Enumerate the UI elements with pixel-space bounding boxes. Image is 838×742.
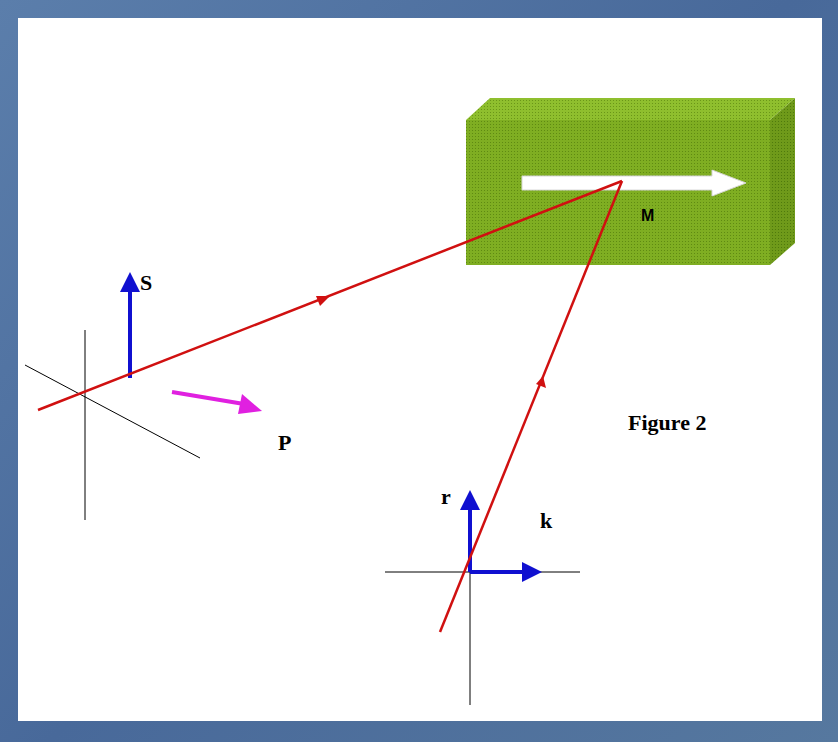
vector-label: S (140, 272, 152, 294)
block-label: M (641, 208, 654, 224)
k-vector (470, 570, 524, 574)
vector-label: P (278, 432, 291, 454)
s-vector (128, 290, 132, 378)
axis-line (385, 572, 580, 573)
vector-label: r (441, 486, 451, 508)
vector-label: k (540, 510, 552, 532)
magnetic-block: M (466, 120, 770, 265)
axis-line (25, 365, 200, 458)
reflected-ray (440, 181, 622, 632)
ray-arrowhead (536, 376, 546, 388)
arrowhead (522, 562, 542, 582)
arrowhead (460, 490, 480, 510)
magnetization-arrow (522, 170, 746, 196)
block-top (466, 98, 795, 120)
incident-ray (38, 181, 622, 410)
ray-arrowhead (316, 296, 330, 306)
p-vector (172, 392, 244, 404)
figure-caption: Figure 2 (628, 412, 706, 434)
arrowhead (120, 272, 140, 292)
block-side (770, 98, 795, 265)
axis-line (85, 330, 86, 520)
arrowhead (238, 394, 262, 414)
